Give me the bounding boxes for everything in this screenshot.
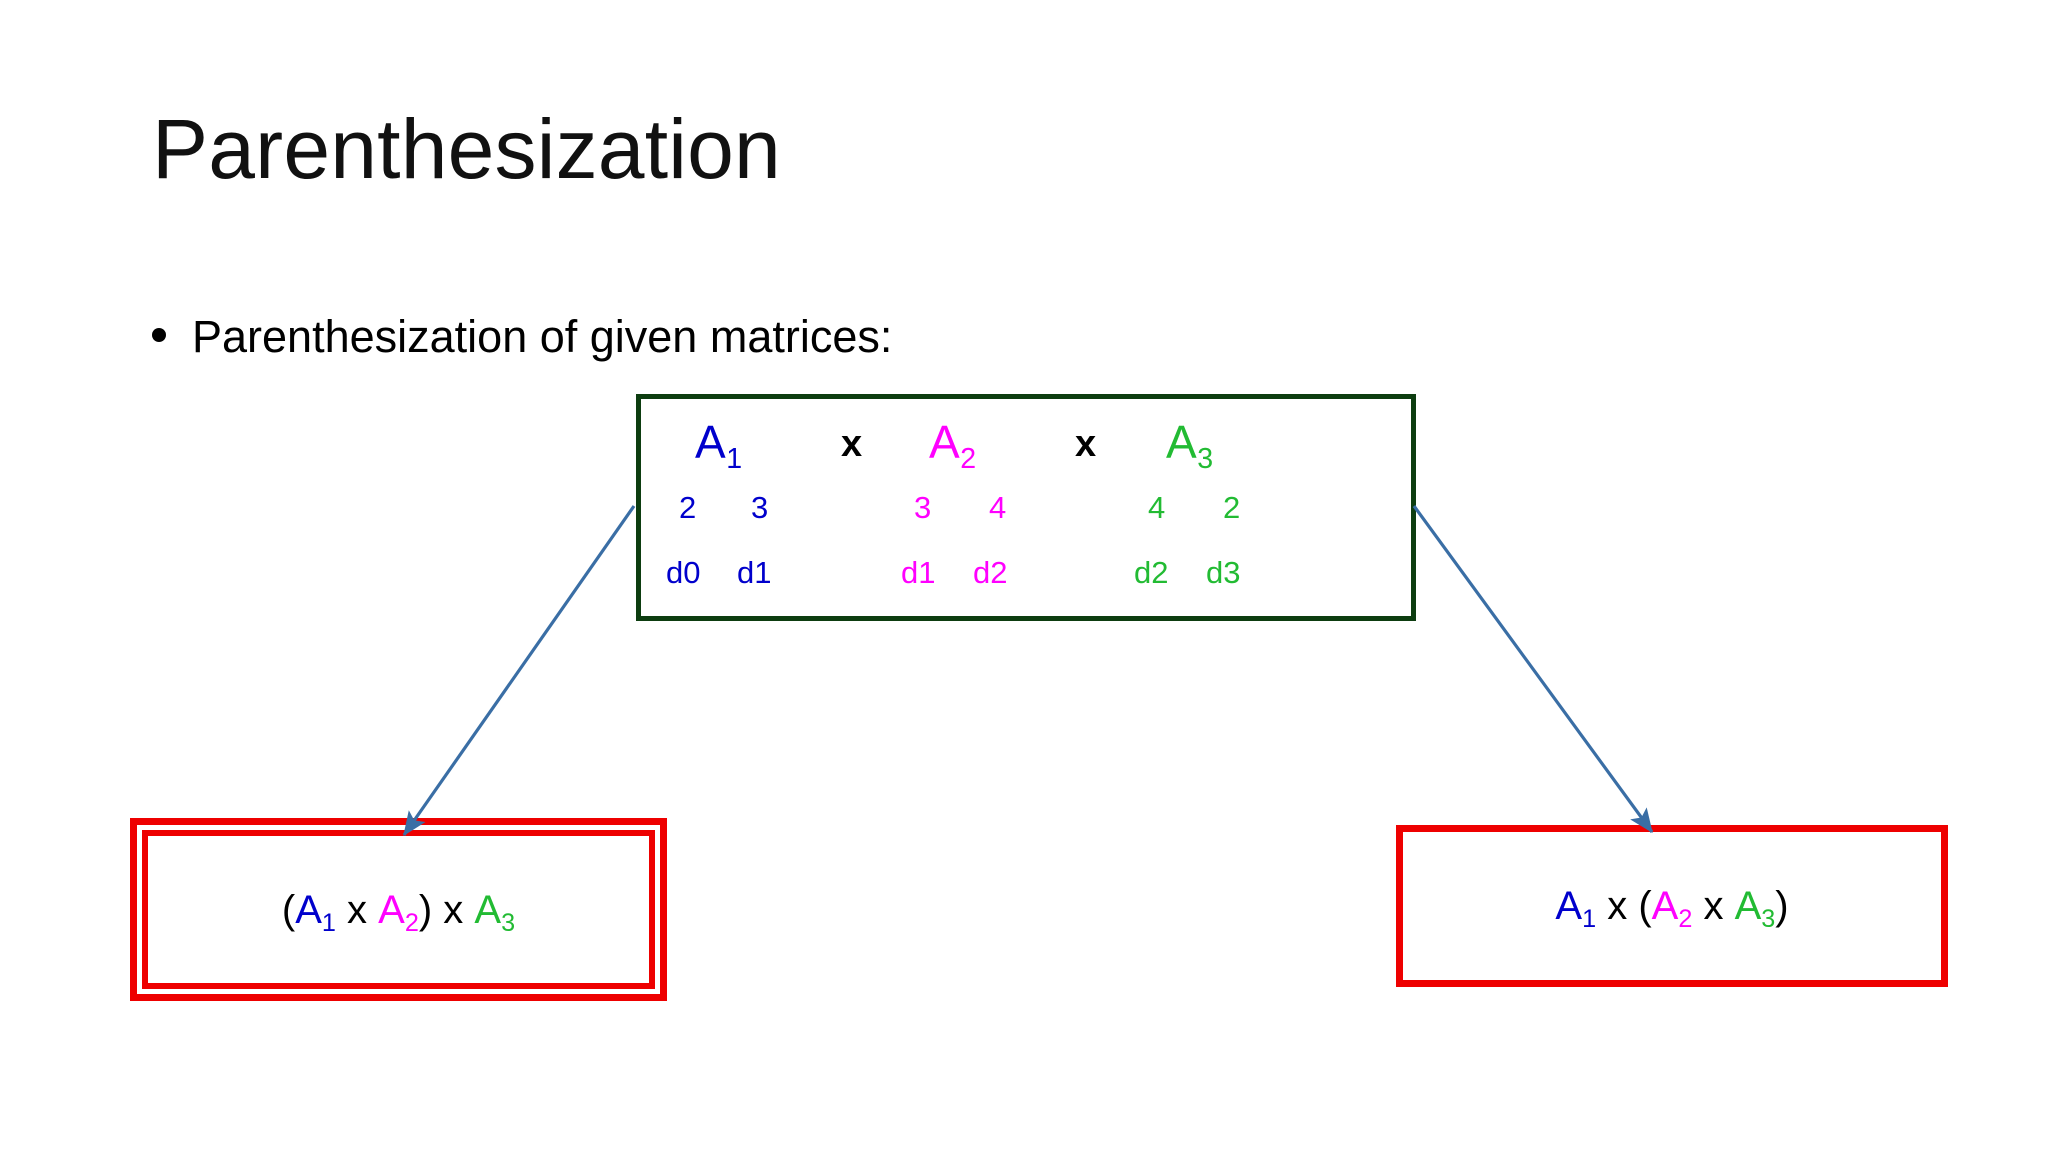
bullet-item: Parenthesization of given matrices:	[152, 312, 892, 362]
matrix-label-a3-index: 3	[1197, 442, 1214, 475]
expression-token-4-subscript: 3	[1761, 905, 1776, 934]
expression-token-1-subscript: 1	[321, 908, 336, 937]
expression-token-0: A1	[1555, 884, 1597, 934]
bullet-dot-icon	[152, 328, 166, 342]
expression-token-5: x	[432, 887, 475, 932]
expression-token-6-subscript: 3	[501, 908, 516, 937]
bullet-item-label: Parenthesization of given matrices:	[192, 311, 893, 362]
matrix-a2-dim-right: d2	[973, 555, 1008, 590]
matrix-a3-rows: 4	[1148, 490, 1166, 525]
expression-token-6: A3	[474, 887, 516, 937]
expression-token-3: A2	[378, 887, 419, 937]
matrix-label-a3-name: A	[1166, 416, 1197, 468]
expression-token-3-subscript: 2	[404, 908, 419, 937]
given-matrices-box: A1 x A2 x A3 2 3 3 4 4 2 d0 d1 d1 d2 d2 …	[636, 394, 1416, 621]
expression-token-3: x	[1692, 884, 1735, 928]
page-title: Parenthesization	[152, 102, 781, 196]
expression-token-5: )	[1775, 884, 1789, 928]
matrix-label-a1-index: 1	[726, 442, 743, 475]
expression-token-4: A3	[1734, 884, 1776, 934]
matrix-label-a3: A3	[1166, 416, 1213, 473]
matrix-a1-dim-right: d1	[737, 555, 772, 590]
arrow-to-right-result	[1412, 505, 1654, 834]
expression-token-4: )	[418, 887, 433, 932]
matrix-label-a2-name: A	[929, 416, 960, 468]
operator-x-1: x	[841, 423, 863, 465]
matrix-a2-cols: 4	[989, 490, 1007, 525]
left-parenthesization-box: (A1 x A2) x A3	[130, 818, 667, 1001]
left-parenthesization-expression: (A1 x A2) x A3	[281, 887, 516, 937]
matrix-label-a2: A2	[929, 416, 976, 473]
matrix-a2-rows: 3	[914, 490, 932, 525]
expression-token-2-subscript: 2	[1678, 905, 1693, 934]
matrix-a3-cols: 2	[1223, 490, 1241, 525]
matrix-a3-dim-right: d3	[1206, 555, 1241, 590]
left-parenthesization-inner-border: (A1 x A2) x A3	[142, 830, 655, 989]
matrix-label-a1-name: A	[695, 416, 726, 468]
matrix-a1-rows: 2	[679, 490, 697, 525]
expression-token-0-subscript: 1	[1582, 905, 1597, 934]
matrix-a1-cols: 3	[751, 490, 769, 525]
expression-token-2: x	[335, 887, 379, 932]
expression-token-1: A1	[295, 887, 336, 937]
matrix-a3-dim-left: d2	[1134, 555, 1169, 590]
expression-token-1: x (	[1596, 884, 1652, 928]
arrow-to-left-result	[402, 505, 636, 837]
right-parenthesization-expression: A1 x (A2 x A3)	[1555, 884, 1789, 934]
matrix-label-a2-index: 2	[960, 442, 977, 475]
matrix-a1-dim-left: d0	[666, 555, 701, 590]
right-parenthesization-box: A1 x (A2 x A3)	[1396, 825, 1948, 987]
operator-x-2: x	[1075, 423, 1097, 465]
expression-token-0: (	[281, 887, 296, 932]
matrix-a2-dim-left: d1	[901, 555, 936, 590]
matrix-label-a1: A1	[695, 416, 742, 473]
expression-token-2: A2	[1651, 884, 1693, 934]
